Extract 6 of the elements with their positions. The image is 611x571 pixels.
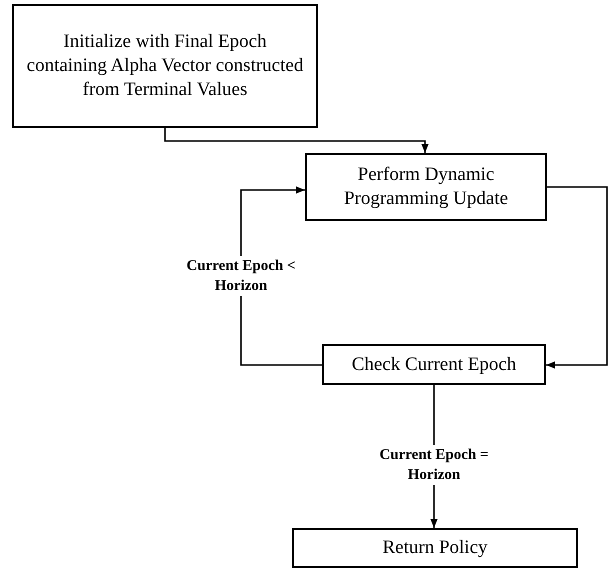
process-box: Initialize with Final Epoch containing Alpha Vector constructed from Terminal Values	[12, 4, 318, 128]
arrow	[164, 128, 429, 153]
process-box: Check Current Epoch	[322, 344, 546, 385]
process-box: Return Policy	[292, 528, 578, 568]
arrow	[546, 186, 608, 369]
process-box: Perform Dynamic Programming Update	[305, 153, 547, 221]
